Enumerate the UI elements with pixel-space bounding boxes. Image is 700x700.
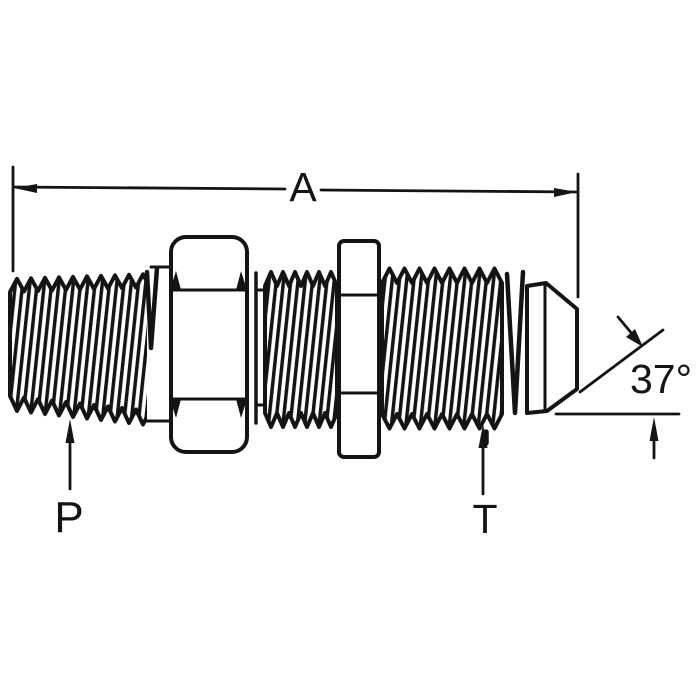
runout-v-left <box>144 265 160 351</box>
thread-runout-left <box>144 265 174 423</box>
dim-arrow-left <box>14 184 37 193</box>
bulkhead-locknut <box>337 239 381 459</box>
angle-leader-arrow <box>626 329 643 347</box>
dim-arrow-right <box>554 188 577 197</box>
hex-corner-wedge <box>170 399 181 418</box>
pointer-p-arrow <box>65 419 75 443</box>
nose-cone <box>525 281 579 415</box>
thread-body-right <box>380 266 504 431</box>
pointer-t-arrow <box>478 424 488 448</box>
seat-up-arrow <box>649 417 659 441</box>
hex-corner-wedge <box>170 271 181 290</box>
thread-section-left <box>8 272 152 427</box>
dim-label-a: A <box>289 164 317 210</box>
dimension-a: A <box>11 164 580 299</box>
hex-silhouette <box>169 235 249 454</box>
thread-section-right <box>380 266 504 446</box>
dim-line-left <box>12 185 287 191</box>
thread-section-middle <box>263 270 339 429</box>
pointer-p: P <box>54 419 84 542</box>
angle-callout-37: 37° <box>554 315 692 460</box>
flare-nose <box>504 269 579 416</box>
port-label-t: T <box>472 496 497 542</box>
thread-body-left <box>8 272 152 427</box>
angle-leader-line <box>616 315 635 337</box>
hex-corner-wedge <box>236 399 247 418</box>
port-label-p: P <box>54 493 83 542</box>
runout-v-right <box>504 269 526 416</box>
thread-body-middle <box>263 270 339 429</box>
hex-nut <box>169 235 268 454</box>
locknut-silhouette <box>337 239 381 459</box>
angle-label-37: 37° <box>630 356 692 402</box>
angle-reference-line <box>578 328 665 394</box>
dim-line-right <box>319 188 579 194</box>
pointer-t: T <box>472 424 498 542</box>
hex-corner-wedge <box>236 271 247 290</box>
